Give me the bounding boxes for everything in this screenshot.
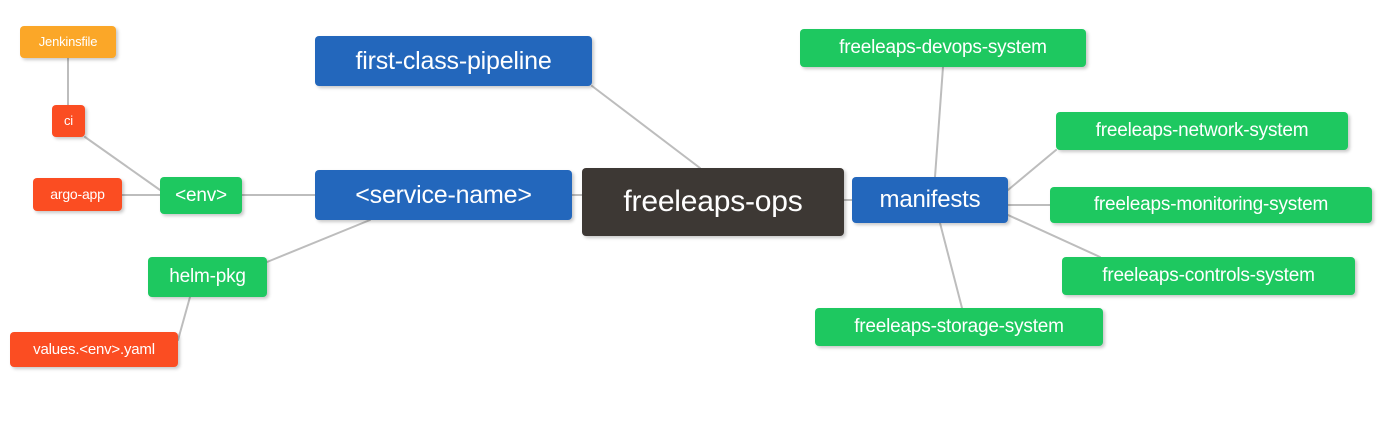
- mindmap-node-first-class-pipeline[interactable]: first-class-pipeline: [315, 36, 592, 86]
- mindmap-node-network-system[interactable]: freeleaps-network-system: [1056, 112, 1348, 150]
- mindmap-node-argo-app[interactable]: argo-app: [33, 178, 122, 211]
- mindmap-node-devops-system[interactable]: freeleaps-devops-system: [800, 29, 1086, 67]
- mindmap-node-manifests[interactable]: manifests: [852, 177, 1008, 223]
- edge-manifests-to-network-system: [1007, 149, 1057, 191]
- edge-first-class-pipeline-to-freeleaps-ops: [591, 85, 701, 169]
- mindmap-node-controls-system[interactable]: freeleaps-controls-system: [1062, 257, 1355, 295]
- mindmap-node-storage-system[interactable]: freeleaps-storage-system: [815, 308, 1103, 346]
- mindmap-node-monitoring-system[interactable]: freeleaps-monitoring-system: [1050, 187, 1372, 223]
- edge-manifests-to-devops-system: [934, 66, 944, 178]
- edge-helm-pkg-to-service-name: [266, 219, 371, 263]
- mindmap-node-service-name[interactable]: <service-name>: [315, 170, 572, 220]
- mindmap-node-freeleaps-ops[interactable]: freeleaps-ops: [582, 168, 844, 236]
- edge-values-yaml-to-helm-pkg: [177, 296, 191, 341]
- edge-manifests-to-storage-system: [939, 222, 963, 309]
- mindmap-node-helm-pkg[interactable]: helm-pkg: [148, 257, 267, 297]
- mindmap-node-env[interactable]: <env>: [160, 177, 242, 214]
- mindmap-node-jenkinsfile[interactable]: Jenkinsfile: [20, 26, 116, 58]
- mindmap-node-values-yaml[interactable]: values.<env>.yaml: [10, 332, 178, 367]
- mindmap-node-ci[interactable]: ci: [52, 105, 85, 137]
